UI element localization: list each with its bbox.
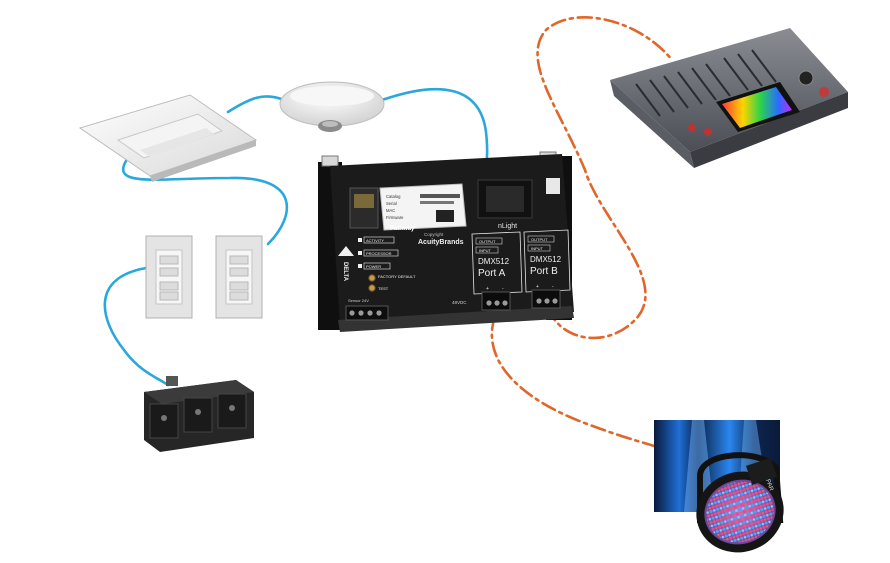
wire-sensor-to-controller: [380, 87, 489, 168]
factory-default-label: FACTORY DEFAULT: [378, 274, 416, 279]
sticker-line-1: Catalog: [386, 194, 401, 199]
fixture-label: PAR: [764, 479, 774, 493]
brand-label: Pathway: [390, 226, 415, 232]
port-b-input-label: INPUT: [531, 246, 544, 251]
factory-default-button[interactable]: [368, 274, 376, 282]
lighting-console: [610, 28, 848, 168]
port-b-pin-minus: -: [552, 284, 554, 290]
status-processor-label: PROCESSOR: [366, 251, 392, 256]
port-a-name: Port A: [478, 268, 506, 279]
status-indicators: ACTIVITY PROCESSOR POWER: [358, 236, 399, 270]
port-a-input-label: INPUT: [479, 248, 492, 253]
port-a-pin-plus: +: [486, 286, 489, 292]
dmx-port-b[interactable]: OUTPUT INPUT DMX512 Port B + -: [523, 229, 571, 309]
led-par-fixture: PAR: [654, 420, 784, 553]
test-label: TEST: [378, 286, 389, 291]
dmx-port-a[interactable]: OUTPUT INPUT DMX512 Port A + -: [471, 231, 523, 311]
dmx-gateway-controller: Catalog Serial MAC Firmware Pathway nLig…: [318, 151, 574, 332]
port-b-pin-plus: +: [536, 284, 539, 290]
company-label: AcuityBrands: [418, 239, 464, 246]
wire-porta-to-fixture: [490, 314, 662, 450]
wall-station-right: [215, 235, 263, 319]
test-button[interactable]: [368, 284, 376, 292]
port-b-name: Port B: [530, 266, 558, 277]
side-brand-label: DELTA: [342, 262, 348, 282]
status-power-label: POWER: [366, 264, 381, 269]
copyright-label: Copyright: [424, 232, 444, 237]
wire-troffer-to-sensor: [226, 95, 286, 114]
troffer-light-fixture: [78, 94, 258, 182]
nlight-label: nLight: [498, 223, 517, 230]
wall-station-left: [145, 235, 193, 319]
sticker-line-2: Serial: [386, 201, 397, 206]
port-b-output-label: OUTPUT: [531, 237, 548, 242]
wire-portb-to-console: [536, 16, 674, 340]
port-a-pin-minus: -: [502, 286, 504, 292]
sticker-line-3: MAC: [386, 208, 395, 213]
nlight-wiring: [103, 87, 489, 387]
status-activity-label: ACTIVITY: [366, 238, 384, 243]
power-input-label: 48VDC: [452, 300, 467, 305]
dmx-wiring: [490, 16, 674, 450]
occupancy-sensor: [279, 81, 385, 132]
relay-module-panel: [144, 376, 254, 452]
sensor-power-label: Sensor 24V: [348, 298, 369, 303]
sticker-line-4: Firmware: [386, 215, 404, 220]
port-b-protocol: DMX512: [530, 255, 562, 264]
port-a-protocol: DMX512: [478, 257, 510, 266]
wire-troffer-to-wallstation: [121, 148, 289, 246]
port-a-output-label: OUTPUT: [479, 239, 496, 244]
wire-wallstation-to-relay-panel: [103, 266, 170, 387]
